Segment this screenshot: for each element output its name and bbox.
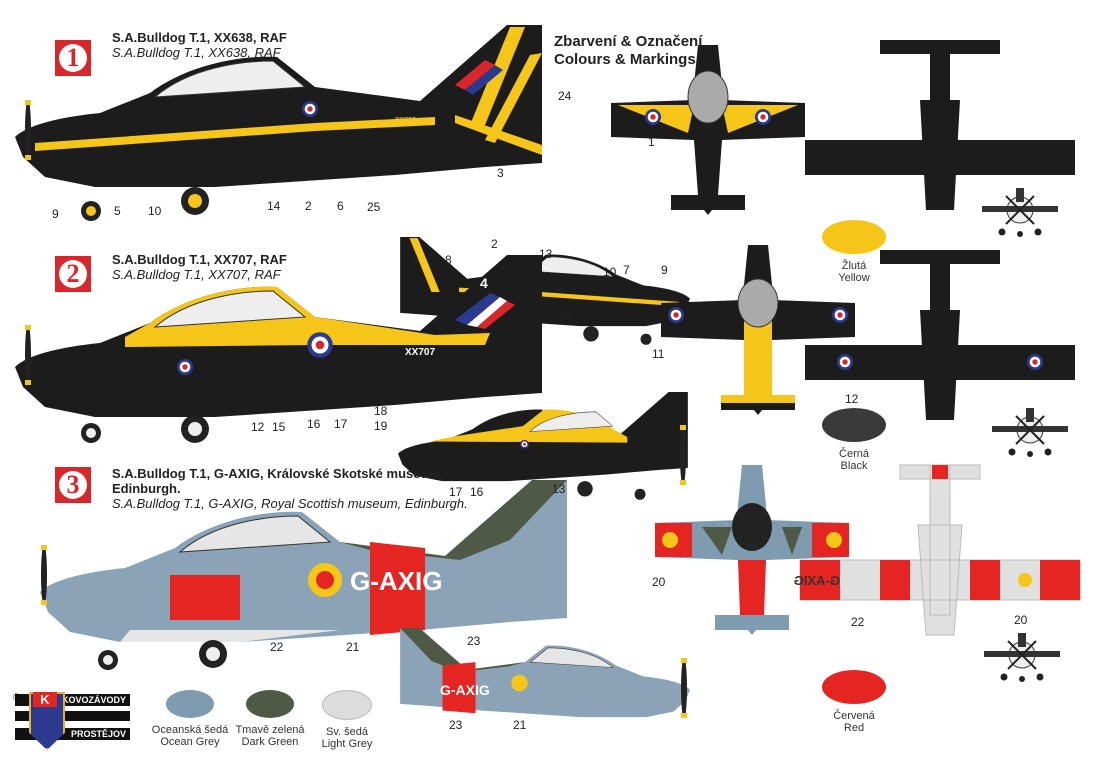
callout: 20	[1014, 613, 1028, 627]
callout: 13	[539, 247, 553, 261]
callout: 25	[367, 200, 381, 214]
callout: 15	[272, 420, 286, 434]
scheme-1-badge: 1	[55, 40, 91, 76]
sheet-heading: Zbarvení & Označení Colours & Markings	[554, 33, 702, 69]
callout: 14	[267, 199, 281, 213]
colour-swatch	[822, 670, 886, 704]
scheme3-front-view	[983, 632, 1061, 683]
callout: 18	[553, 282, 567, 296]
scheme1-bottom-view	[805, 40, 1075, 210]
callout: 18	[374, 404, 388, 418]
svg-text:G-AXIG: G-AXIG	[794, 573, 840, 588]
scheme2-front-view	[991, 407, 1069, 458]
callout: 21	[346, 640, 360, 654]
callout: 22	[270, 640, 284, 654]
svg-text:G-AXIG: G-AXIG	[440, 682, 490, 698]
svg-text:XX638: XX638	[395, 117, 416, 124]
callout: 20	[652, 575, 666, 589]
callout: 11	[652, 347, 665, 361]
colour-swatch	[822, 220, 886, 254]
callout: 7	[623, 263, 630, 277]
svg-text:G-AXIG: G-AXIG	[350, 566, 442, 596]
callout: 9	[661, 263, 668, 277]
callout: 17	[334, 417, 348, 431]
colour-swatch	[322, 690, 372, 720]
registered-mark: ®	[13, 692, 20, 702]
scheme1-top-view	[611, 45, 805, 215]
kovozavody-prostejov-logo: KOVOZÁVODY PROSTĚJOV K ®	[13, 692, 130, 750]
callout: 19	[558, 308, 572, 322]
callout: 2	[491, 237, 498, 251]
callout: 24	[558, 89, 572, 103]
scheme2-top-view	[661, 245, 855, 415]
svg-text:4: 4	[480, 275, 488, 291]
callout: 12	[251, 420, 265, 434]
callout: 8	[445, 253, 452, 267]
colour-swatch	[822, 408, 886, 442]
callout: 16	[307, 417, 321, 431]
scheme-3-title: S.A.Bulldog T.1, G-AXIG, Královské Skots…	[112, 466, 468, 511]
scheme-2-badge: 2	[55, 256, 91, 292]
callout: 17	[449, 485, 463, 499]
callout: 16	[470, 485, 484, 499]
callout: 13	[552, 482, 566, 496]
heading-cz: Zbarvení & Označení	[554, 33, 703, 50]
callout: 2	[305, 199, 312, 213]
callout: 5	[114, 204, 121, 218]
callout: 9	[52, 207, 59, 221]
scheme3-small-side	[400, 628, 690, 718]
callout: 12	[845, 392, 859, 406]
callout: 4	[412, 253, 419, 267]
callout: 22	[851, 615, 865, 629]
scheme1-side-profile: XX638	[15, 25, 542, 221]
logo-k: K	[33, 692, 57, 707]
scheme2-bottom-view	[805, 250, 1075, 420]
callout: 10	[603, 265, 617, 279]
callout: 19	[374, 419, 388, 433]
scheme1-front-view	[981, 187, 1059, 238]
scheme2-side-profile: XX707 4	[15, 255, 542, 443]
scheme3-side-profile: G-AXIG	[40, 480, 567, 670]
callout: 10	[148, 204, 162, 218]
heading-en: Colours & Markings	[554, 51, 696, 68]
scheme2-small-side	[398, 392, 688, 500]
callout: 6	[337, 199, 344, 213]
callout: 21	[513, 718, 527, 732]
svg-text:XX707: XX707	[405, 347, 435, 358]
colour-swatch	[246, 690, 294, 718]
scheme-3-badge: 3	[55, 467, 91, 503]
colour-swatch	[166, 690, 214, 718]
callout: 1	[648, 135, 655, 149]
callout: 3	[497, 166, 504, 180]
scheme3-top-view	[655, 465, 849, 635]
callout: 23	[467, 634, 481, 648]
callout: 23	[449, 718, 463, 732]
scheme3-bottom-view: G-AXIG	[794, 464, 1081, 636]
